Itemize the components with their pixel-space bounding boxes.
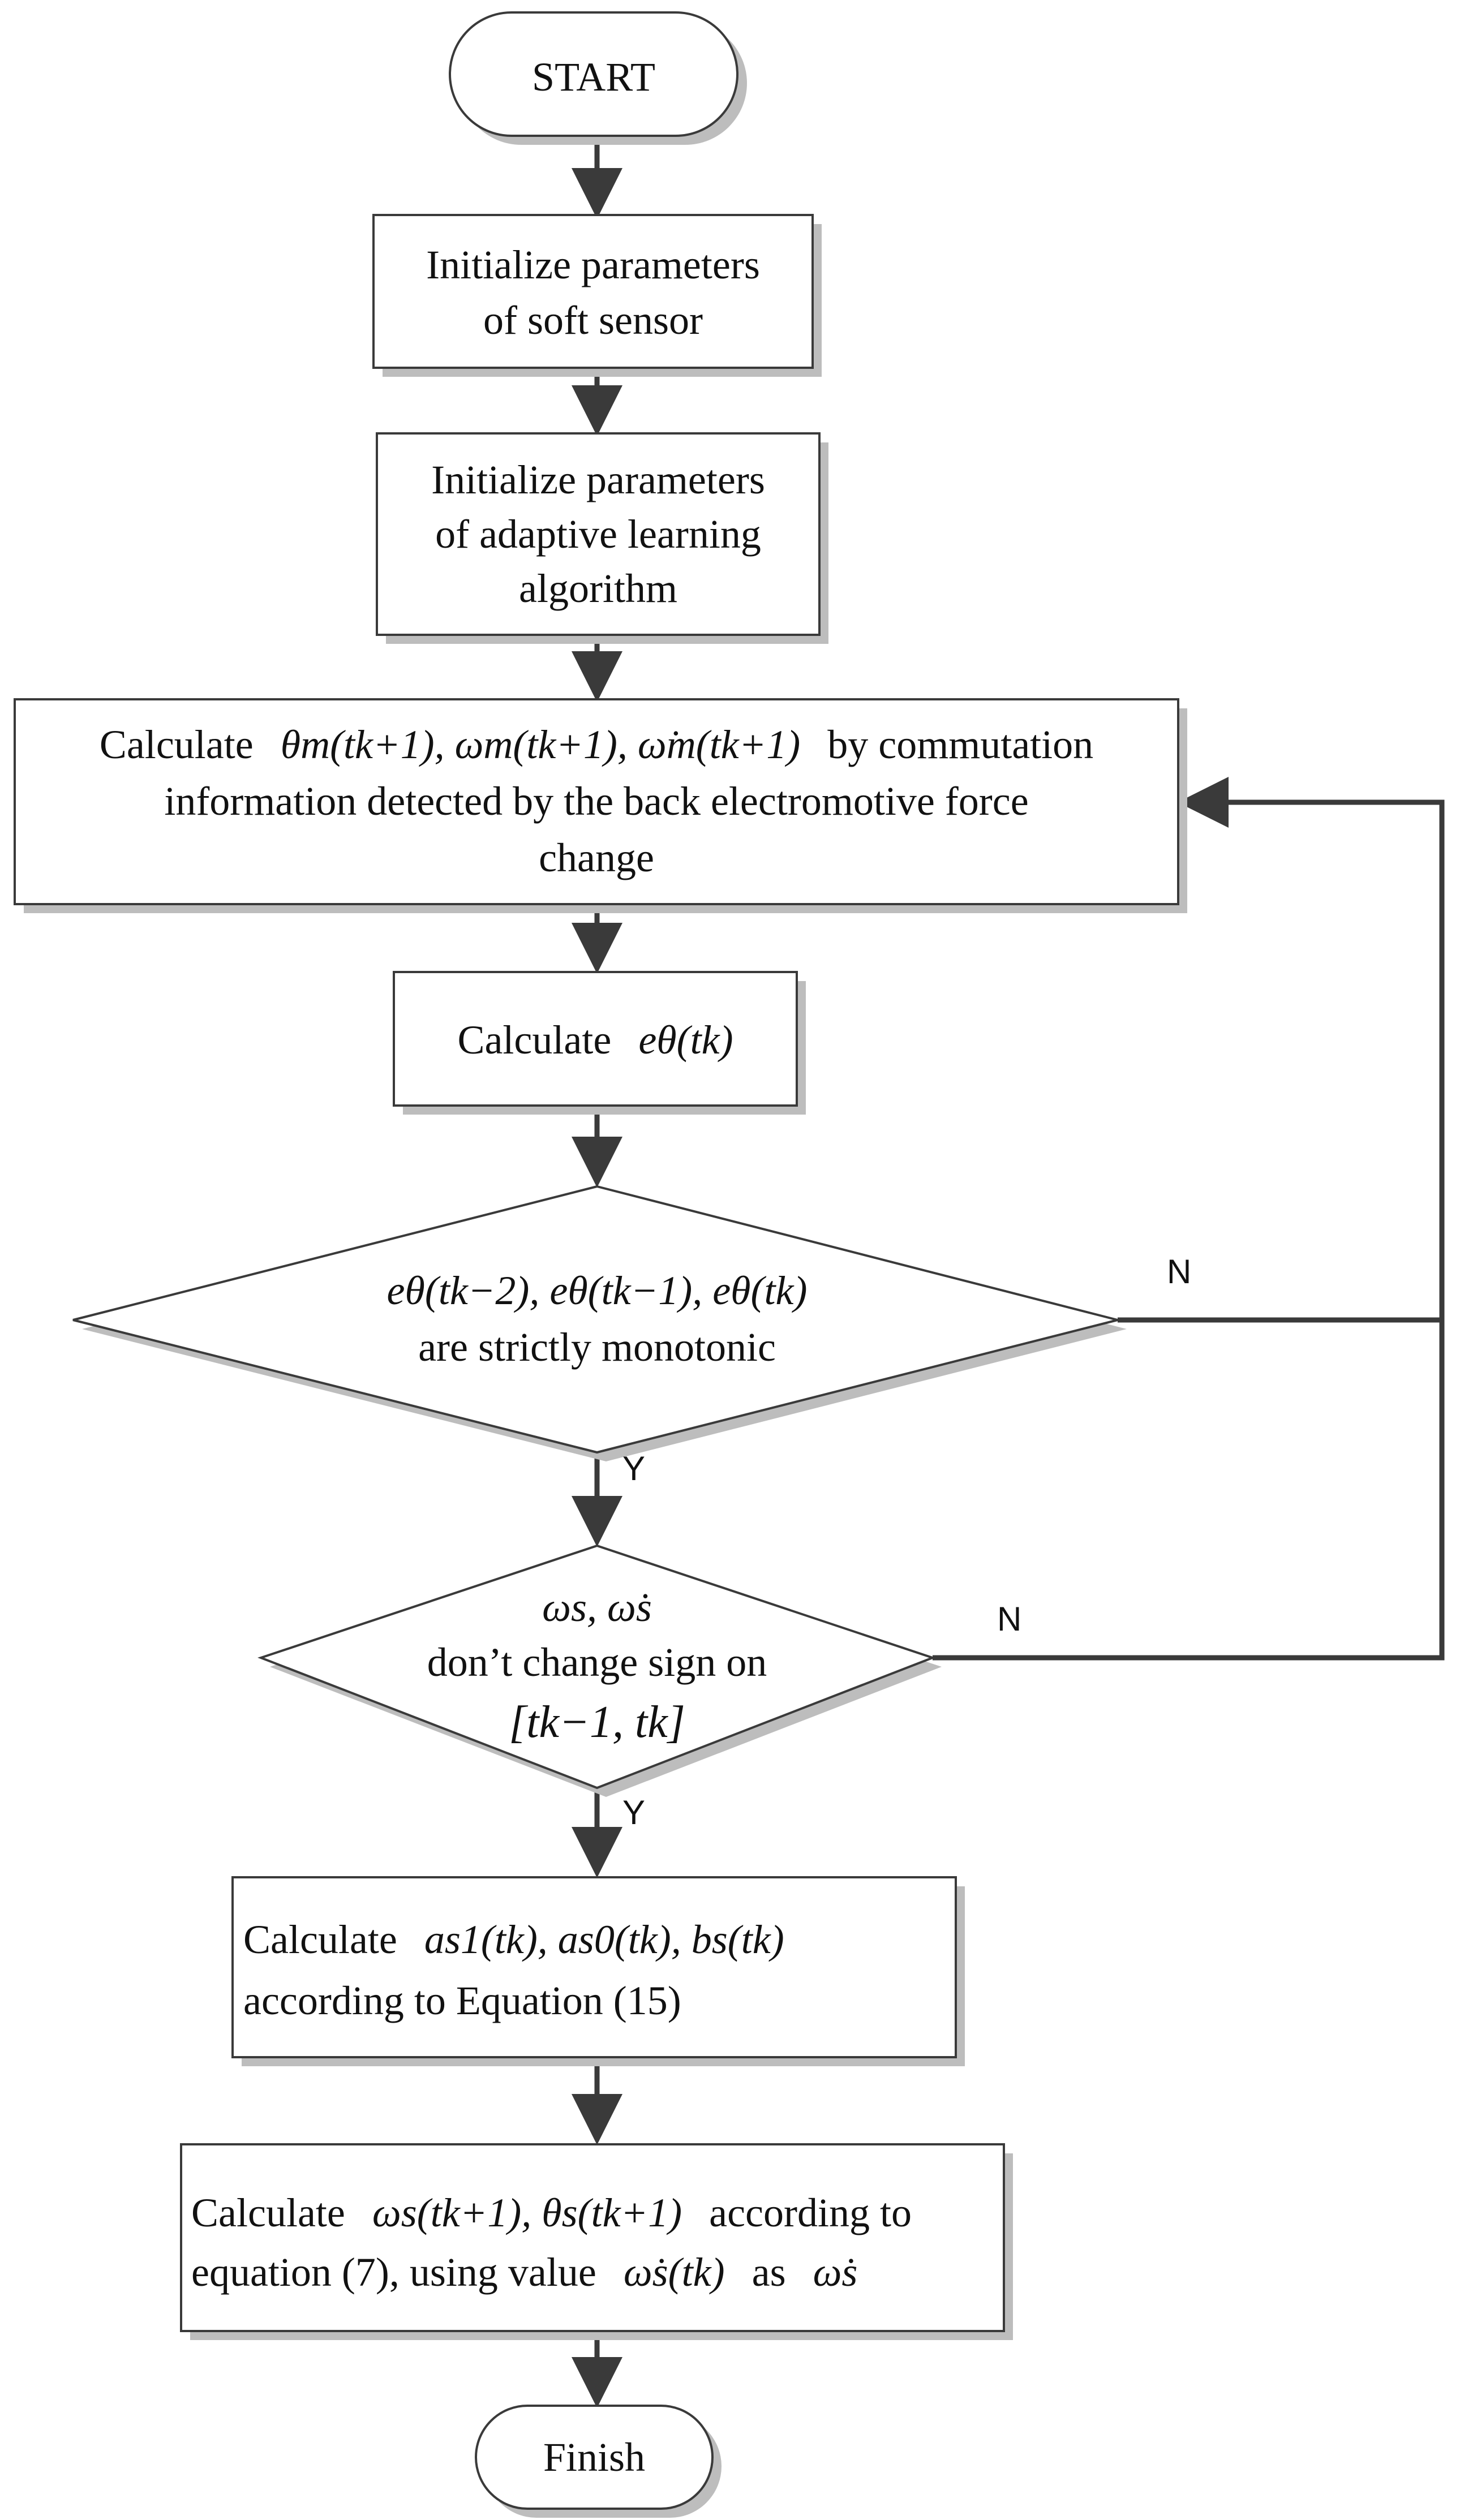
decision-sign-interval: [tk−1, tk] [509, 1697, 685, 1747]
calc-omega-line1: Calculate ωs(tk+1), θs(tk+1) according t… [191, 2190, 912, 2235]
calc-theta-prefix: Calculate [100, 722, 254, 767]
init-sensor-box: Initialize parameters of soft sensor [372, 214, 822, 377]
decision-sign-line2: don’t change sign on [427, 1640, 767, 1685]
calc-omega-prefix: Calculate [191, 2190, 345, 2235]
calc-omega-line2-math2: ω̇s [813, 2250, 858, 2295]
init-alg-line3: algorithm [519, 566, 677, 611]
calc-omega-line2-mid: as [752, 2250, 786, 2295]
calc-theta-box: Calculate θm(tk+1), ωm(tk+1), ω̇m(tk+1) … [14, 698, 1187, 913]
decision-sign-math: ωs, ω̇s [542, 1585, 652, 1630]
mono-yes-label: Y [622, 1450, 645, 1487]
calc-theta-math: θm(tk+1), ωm(tk+1), ω̇m(tk+1) [281, 722, 801, 767]
calc-e-box: Calculate eθ(tk) [393, 971, 806, 1115]
edge-sign-no-loop [933, 777, 1445, 1661]
mono-no-label: N [1167, 1253, 1191, 1291]
init-alg-line2: of adaptive learning [435, 511, 761, 557]
calc-a-line1: Calculate as1(tk), as0(tk), bs(tk) [243, 1917, 784, 1962]
finish-label: Finish [543, 2435, 645, 2480]
decision-sign: ωs, ω̇s don’t change sign on [tk−1, tk] [257, 1544, 942, 1797]
calc-a-math: as1(tk), as0(tk), bs(tk) [424, 1917, 784, 1962]
sign-no-label: N [997, 1600, 1021, 1638]
calc-omega-box: Calculate ωs(tk+1), θs(tk+1) according t… [180, 2143, 1013, 2340]
calc-omega-line2-prefix: equation (7), using value [191, 2250, 596, 2295]
calc-omega-line2: equation (7), using value ω̇s(tk) as ω̇s [191, 2250, 857, 2295]
init-sensor-line2: of soft sensor [483, 298, 703, 343]
connectors [572, 145, 1445, 2408]
calc-omega-line2-math: ω̇s(tk) [624, 2250, 725, 2295]
calc-a-box: Calculate as1(tk), as0(tk), bs(tk) accor… [231, 1876, 965, 2066]
calc-a-prefix: Calculate [243, 1917, 397, 1962]
finish-terminal: Finish [475, 2405, 722, 2518]
calc-omega-suffix: according to [709, 2190, 912, 2235]
start-terminal: START [449, 11, 747, 145]
decision-mono-math: eθ(tk−2), eθ(tk−1), eθ(tk) [387, 1268, 808, 1313]
sign-yes-label: Y [622, 1794, 645, 1831]
calc-e-line1: Calculate eθ(tk) [457, 1017, 733, 1063]
calc-e-prefix: Calculate [457, 1017, 611, 1063]
decision-mono-line2: are strictly monotonic [418, 1324, 776, 1370]
init-alg-box: Initialize parameters of adaptive learni… [376, 432, 828, 644]
calc-theta-suffix: by commutation [827, 722, 1093, 767]
start-label: START [532, 54, 655, 100]
calc-theta-line3: change [539, 835, 654, 880]
calc-a-line2: according to Equation (15) [243, 1978, 681, 2023]
calc-theta-line2: information detected by the back electro… [164, 779, 1028, 824]
calc-theta-line1: Calculate θm(tk+1), ωm(tk+1), ω̇m(tk+1) … [100, 722, 1093, 767]
decision-monotonic: eθ(tk−2), eθ(tk−1), eθ(tk) are strictly … [72, 1185, 1127, 1461]
calc-e-math: eθ(tk) [638, 1017, 733, 1063]
init-sensor-line1: Initialize parameters [426, 242, 760, 287]
calc-omega-math: ωs(tk+1), θs(tk+1) [372, 2190, 682, 2235]
init-alg-line1: Initialize parameters [431, 457, 765, 502]
